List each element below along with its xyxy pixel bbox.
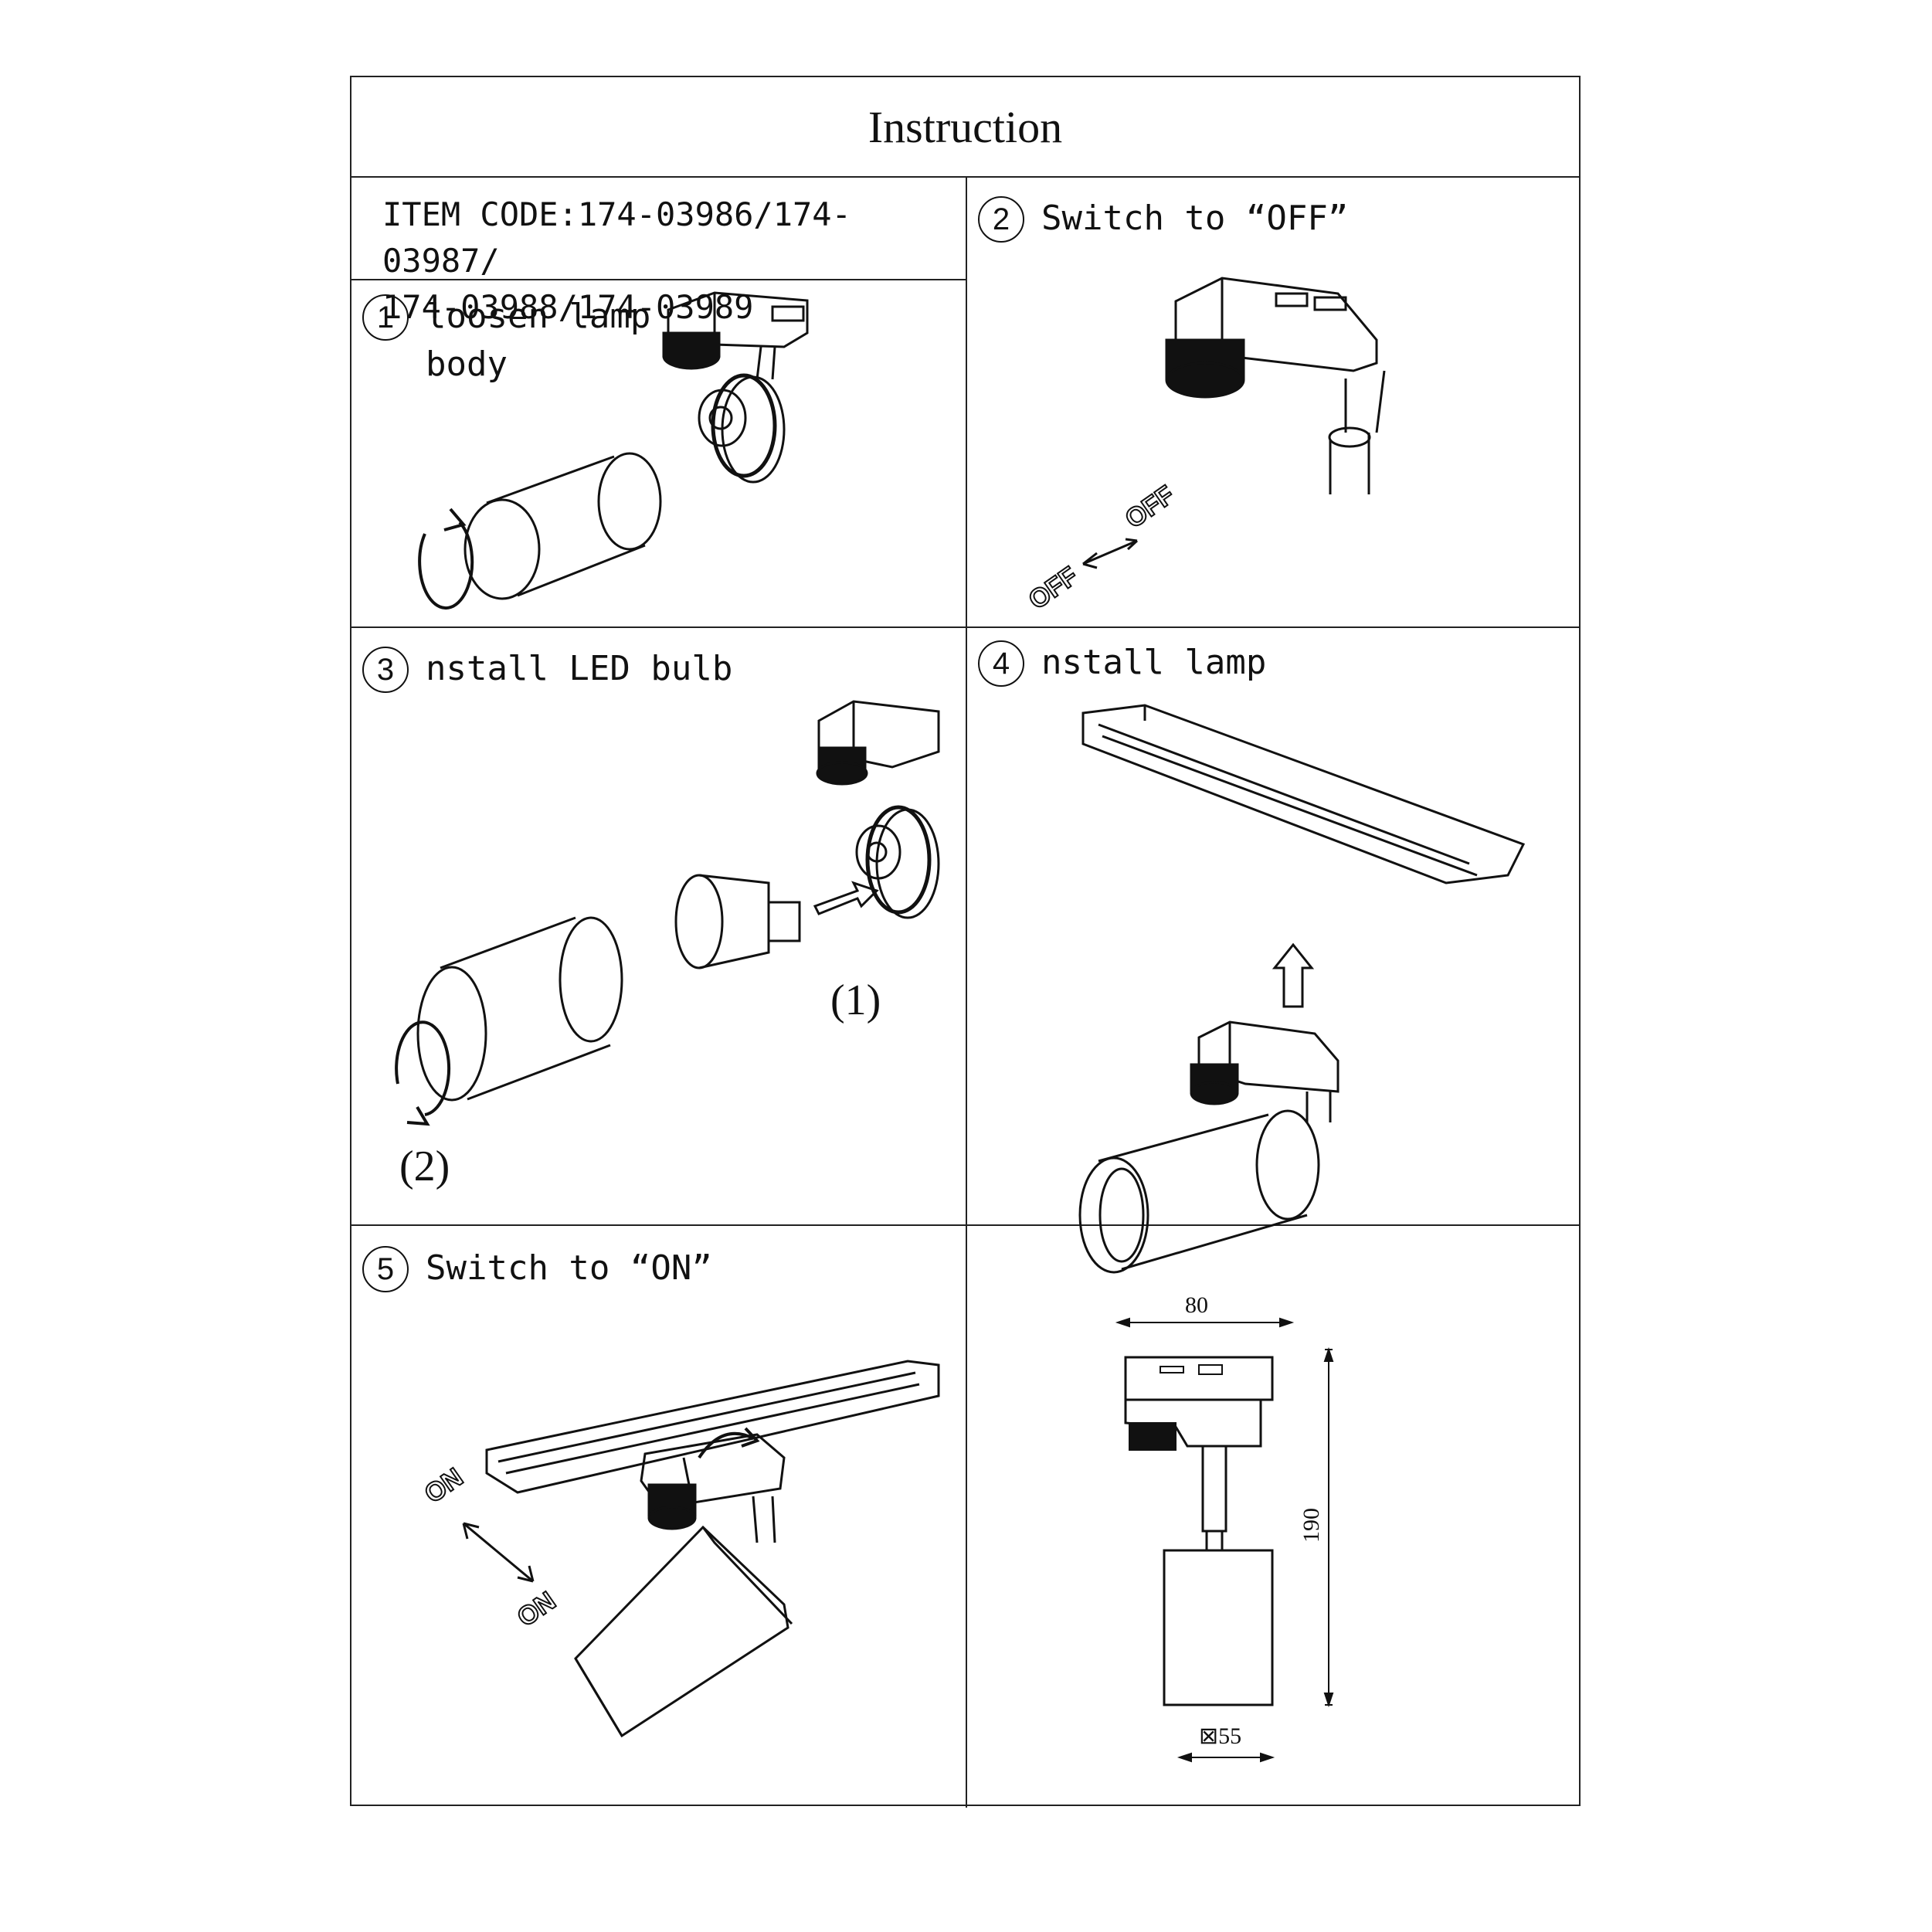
off-label-lower: OFF <box>1024 561 1083 615</box>
width-dimension: 80 <box>1185 1292 1208 1318</box>
step-4-cell: 4 nstall lamp <box>967 628 1582 1274</box>
step-2-label: 2 Switch to “OFF” <box>978 195 1348 243</box>
step-2-illustration: OFF OFF <box>1023 277 1386 616</box>
dimensions-cell: 80 190 ⊠55 <box>967 1226 1582 1808</box>
row-divider-1 <box>351 626 1579 628</box>
step-text: Switch to “ON” <box>426 1248 712 1288</box>
item-code-line-1: ITEM CODE:174-03986/174-03987/ <box>382 195 851 280</box>
step-1-cell: 1 loosen lamp body <box>351 279 966 626</box>
step-number: 1 <box>362 294 409 341</box>
step-text: nstall lamp <box>1041 643 1267 682</box>
step-3-label: 3 nstall LED bulb <box>362 645 732 693</box>
step-number: 3 <box>362 647 409 693</box>
step-number: 4 <box>978 640 1024 687</box>
title-row: Instruction <box>351 77 1579 178</box>
step-1-label: 1 loosen lamp body <box>362 293 650 389</box>
height-dimension: 190 <box>1299 1508 1324 1543</box>
row-divider-2 <box>351 1224 1579 1226</box>
step-5-cell: 5 Switch to “ON” <box>351 1226 966 1808</box>
sub-step-2: (2) <box>399 1143 450 1190</box>
page-title: Instruction <box>868 101 1063 152</box>
step-4-label: 4 nstall lamp <box>978 639 1266 687</box>
step-number: 2 <box>978 196 1024 243</box>
on-label-upper: ON <box>419 1462 469 1509</box>
item-code-cell: ITEM CODE:174-03986/174-03987/ 174-03988… <box>351 178 966 326</box>
step-5-label: 5 Switch to “ON” <box>362 1244 712 1292</box>
column-divider <box>966 178 967 1808</box>
step-4-illustration <box>1078 704 1526 1274</box>
instruction-sheet: Instruction ITEM CODE:174-03986/174-0398… <box>350 76 1582 1808</box>
step-3-cell: 3 nstall LED bulb (1) (2) <box>351 628 966 1224</box>
step-3-illustration <box>395 700 940 1126</box>
step-text: nstall LED bulb <box>426 649 733 688</box>
step-text: Switch to “OFF” <box>1041 199 1349 238</box>
dimension-drawing: 80 190 ⊠55 <box>1115 1292 1334 1763</box>
diameter-dimension: ⊠55 <box>1199 1723 1241 1749</box>
step-number: 5 <box>362 1246 409 1292</box>
item-code-line-2: 174-03988/174-03989 <box>382 288 754 326</box>
item-code: ITEM CODE:174-03986/174-03987/ 174-03988… <box>382 192 966 331</box>
step-5-illustration: ON ON <box>419 1360 940 1738</box>
sub-step-1: (1) <box>830 976 881 1024</box>
off-label-upper: OFF <box>1120 480 1180 534</box>
row-divider-item-code <box>351 279 967 280</box>
step-2-cell: 2 Switch to “OFF” OFF OFF <box>967 178 1582 626</box>
step-text: loosen lamp body <box>426 297 651 384</box>
on-label-lower: ON <box>512 1586 562 1632</box>
step-1-illustration <box>418 291 809 610</box>
